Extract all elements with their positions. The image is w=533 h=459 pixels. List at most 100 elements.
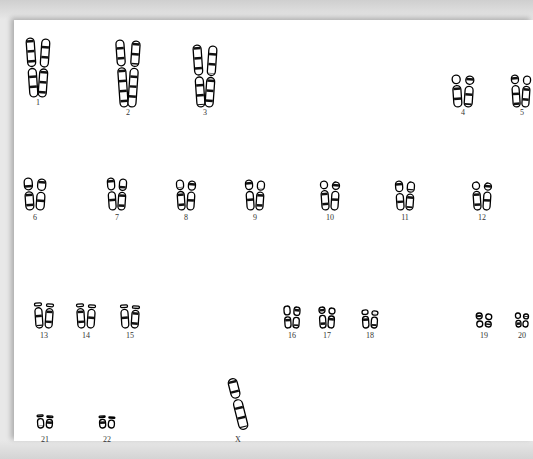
chromosome-arm — [328, 316, 335, 328]
chromosome-band — [524, 316, 528, 317]
chromosome-band — [117, 57, 124, 60]
chromosome-number: 18 — [366, 332, 374, 340]
chromosome — [107, 178, 116, 210]
chromosome-band — [333, 184, 339, 187]
chromosome-arm — [466, 76, 475, 85]
chromosome-arm — [395, 181, 403, 192]
chromosome-band — [240, 425, 248, 428]
chromosome-band — [46, 310, 52, 313]
chromosome — [331, 182, 340, 210]
chromosome — [406, 182, 415, 210]
chromosome-arm — [523, 76, 531, 85]
chromosome-band — [372, 312, 377, 313]
chromosome-band — [42, 46, 49, 49]
chromosome — [76, 304, 85, 328]
chromosome-arm — [331, 191, 339, 210]
chromosome-arm — [484, 183, 491, 191]
chromosome-band — [132, 43, 139, 46]
chromosome — [24, 178, 34, 210]
chromosome-number: 12 — [478, 214, 486, 222]
chromosome-arm — [285, 317, 292, 328]
chromosome-band — [477, 315, 482, 317]
chromosome-number: 20 — [518, 332, 526, 340]
chromosome-arm — [512, 85, 520, 107]
chromosome-number: 5 — [520, 109, 524, 117]
chromosome-band — [132, 53, 139, 56]
chromosome-band — [209, 53, 216, 56]
chromosome-arm — [473, 191, 481, 210]
chromosome-arm — [36, 192, 45, 210]
chromosome-band — [38, 425, 43, 427]
chromosome-band — [30, 85, 37, 88]
chromosome-arm — [120, 305, 127, 308]
chromosome-arm — [284, 306, 291, 315]
chromosome-arm — [47, 416, 53, 418]
chromosome-band — [178, 203, 184, 206]
chromosome — [108, 417, 115, 428]
chromosome-arm — [193, 45, 203, 75]
chromosome-band — [120, 186, 126, 189]
chromosome-band — [206, 99, 213, 102]
chromosome-number: 13 — [40, 332, 48, 340]
chromosome-arm — [109, 417, 115, 419]
chromosome-band — [36, 325, 42, 327]
chromosome-band — [454, 97, 461, 100]
chromosome-arm — [476, 313, 482, 319]
chromosome-band — [47, 421, 52, 424]
chromosome-arm — [187, 192, 195, 210]
chromosome-arm — [406, 194, 414, 210]
chromosome-band — [397, 200, 403, 203]
chromosome-number: 6 — [33, 214, 37, 222]
chromosome-band — [285, 319, 290, 322]
chromosome-band — [118, 204, 124, 207]
chromosome-band — [466, 78, 473, 81]
chromosome-arm — [256, 192, 264, 210]
chromosome-arm — [45, 308, 53, 328]
chromosome-arm — [195, 77, 205, 107]
chromosome-band — [118, 70, 125, 73]
chromosome-band — [195, 67, 202, 70]
chromosome — [284, 306, 292, 328]
chromosome-arm — [128, 68, 139, 107]
chromosome-band — [129, 95, 136, 98]
chromosome — [522, 76, 531, 107]
chromosome-band — [513, 92, 519, 95]
chromosome-band — [523, 88, 529, 91]
chromosome-arm — [28, 68, 38, 97]
chromosome — [256, 181, 265, 210]
chromosome-number: 17 — [323, 332, 331, 340]
chromosome-arm — [293, 317, 300, 328]
chromosome-band — [485, 185, 491, 188]
chromosome-arm — [99, 419, 106, 428]
chromosome-number: 7 — [115, 214, 119, 222]
chromosome-arm — [35, 308, 43, 329]
chromosome-arm — [46, 304, 53, 307]
chromosome-band — [109, 199, 115, 202]
chromosome-band — [406, 206, 412, 208]
chromosome-band — [132, 312, 138, 315]
chromosome-band — [36, 315, 42, 318]
chromosome — [464, 76, 474, 107]
chromosome — [46, 416, 53, 428]
chromosome — [320, 181, 329, 210]
chromosome-arm — [233, 399, 249, 430]
chromosome-arm — [207, 46, 217, 76]
chromosome-band — [41, 56, 48, 59]
chromosome-arm — [372, 311, 378, 316]
chromosome-arm — [523, 314, 528, 319]
chromosome-band — [197, 104, 204, 105]
chromosome — [205, 46, 217, 107]
chromosome-arm — [131, 41, 141, 67]
chromosome-arm — [77, 308, 85, 328]
chromosome-number: 2 — [126, 109, 130, 117]
chromosome-arm — [329, 308, 335, 314]
chromosome-band — [131, 63, 138, 65]
chromosome-band — [39, 81, 46, 84]
chromosome-band — [117, 47, 124, 50]
chromosome-band — [465, 93, 472, 96]
chromosome-arm — [294, 307, 301, 316]
chromosome-band — [189, 183, 195, 186]
chromosome-band — [228, 380, 236, 384]
chromosome-band — [329, 318, 334, 321]
